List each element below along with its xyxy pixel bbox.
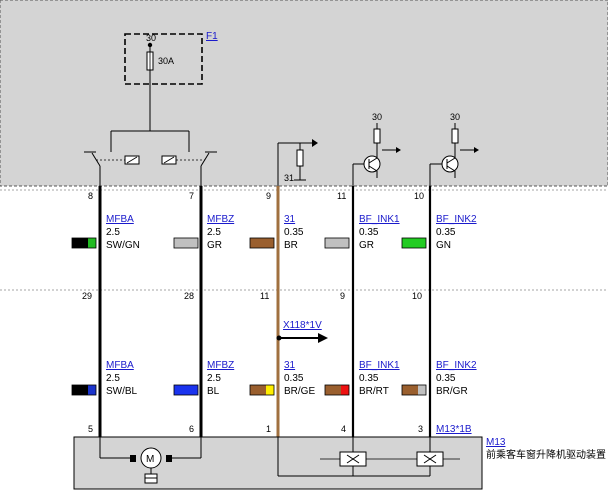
upper-signal-bf-ink2[interactable]: BF_INK2 <box>436 214 477 225</box>
lower-swatch-bf-ink2 <box>401 384 427 396</box>
fuse-terminal-label: 30 <box>146 33 156 43</box>
upper-swatch-31 <box>249 237 275 249</box>
upper-color-bf-ink1: GR <box>359 240 374 251</box>
relay-right <box>161 151 217 167</box>
upper-swatches <box>71 237 427 249</box>
fuse-box <box>124 33 203 85</box>
top-pin-3: 9 <box>266 191 271 201</box>
motor-icon: M <box>146 454 154 465</box>
lower-color-bf-ink2: BR/GR <box>436 386 468 397</box>
mid-pin-2: 28 <box>184 291 194 301</box>
connector-x118-label[interactable]: X118*1V <box>283 320 322 331</box>
upper-size-mfba: 2.5 <box>106 227 120 238</box>
transistor1-supply-label: 30 <box>372 112 382 122</box>
lower-color-31: BR/GE <box>284 386 315 397</box>
upper-color-mfba: SW/GN <box>106 240 140 251</box>
upper-wire-labels: MFBA 2.5 SW/GN MFBZ 2.5 GR 31 0.35 BR BF… <box>106 214 477 251</box>
lower-size-mfbz: 2.5 <box>207 373 221 384</box>
connector-arrow-icon <box>318 333 328 343</box>
mid-pin-3: 11 <box>260 291 269 301</box>
lower-swatch-mfbz <box>173 384 199 396</box>
upper-signal-bf-ink1[interactable]: BF_INK1 <box>359 214 400 225</box>
mid-pin-4: 9 <box>340 291 345 301</box>
lower-signal-bf-ink2[interactable]: BF_INK2 <box>436 360 477 371</box>
upper-size-mfbz: 2.5 <box>207 227 221 238</box>
lower-color-bf-ink1: BR/RT <box>359 386 389 397</box>
upper-signal-mfba[interactable]: MFBA <box>106 214 134 225</box>
upper-color-mfbz: GR <box>207 240 222 251</box>
upper-swatch-bf-ink1 <box>324 237 350 249</box>
lower-swatch-mfba <box>71 384 97 396</box>
lower-signal-mfba[interactable]: MFBA <box>106 360 134 371</box>
transistor-bf-ink1: 30 <box>352 112 401 186</box>
top-pin-4: 11 <box>337 191 346 201</box>
ground-label: 31 <box>284 173 294 183</box>
lower-size-mfba: 2.5 <box>106 373 120 384</box>
lower-swatches <box>71 384 427 396</box>
lower-size-bf-ink2: 0.35 <box>436 373 456 384</box>
upper-size-bf-ink2: 0.35 <box>436 227 456 238</box>
bottom-pin-1: 5 <box>88 424 93 434</box>
connector-x118[interactable]: X118*1V <box>276 320 329 343</box>
lower-swatch-bf-ink1 <box>324 384 350 396</box>
top-pin-1: 8 <box>88 191 93 201</box>
bottom-pin-3: 1 <box>266 424 271 434</box>
hall-sensors <box>277 437 460 477</box>
lower-signal-31[interactable]: 31 <box>284 360 296 371</box>
upper-swatch-mfbz <box>173 237 199 249</box>
lower-size-31: 0.35 <box>284 373 304 384</box>
upper-signal-mfbz[interactable]: MFBZ <box>207 214 234 225</box>
transistor2-supply-label: 30 <box>450 112 460 122</box>
fuse-rating: 30A <box>158 56 174 66</box>
lower-color-mfbz: BL <box>207 386 220 397</box>
lower-wire-labels: MFBA 2.5 SW/BL MFBZ 2.5 BL 31 0.35 BR/GE… <box>106 360 477 397</box>
upper-color-bf-ink2: GN <box>436 240 451 251</box>
control-module-box <box>0 0 608 187</box>
bottom-pin-5: 3 <box>418 424 423 434</box>
upper-size-31: 0.35 <box>284 227 304 238</box>
component-label[interactable]: M13 <box>486 437 506 448</box>
transistor-bf-ink2: 30 <box>429 112 479 186</box>
bottom-pin-2: 6 <box>189 424 194 434</box>
lower-size-bf-ink1: 0.35 <box>359 373 379 384</box>
lower-signal-bf-ink1[interactable]: BF_INK1 <box>359 360 400 371</box>
upper-size-bf-ink1: 0.35 <box>359 227 379 238</box>
top-pin-5: 10 <box>414 191 424 201</box>
motor-symbol: M <box>99 437 202 484</box>
upper-swatch-mfba <box>71 237 97 249</box>
component-name: 前乘客车窗升降机驱动装置 <box>486 448 606 461</box>
relay-left <box>84 151 140 167</box>
lower-signal-mfbz[interactable]: MFBZ <box>207 360 234 371</box>
fuse-box-label[interactable]: F1 <box>206 31 218 42</box>
mid-pin-1: 29 <box>82 291 92 301</box>
mid-pin-5: 10 <box>412 291 422 301</box>
lower-swatch-31 <box>249 384 275 396</box>
upper-color-31: BR <box>284 240 298 251</box>
upper-swatch-bf-ink2 <box>401 237 427 249</box>
top-pin-2: 7 <box>189 191 194 201</box>
ground-circuit: 31 <box>277 139 318 186</box>
bottom-connector-label[interactable]: M13*1B <box>436 424 472 435</box>
upper-signal-31[interactable]: 31 <box>284 214 296 225</box>
lower-color-mfba: SW/BL <box>106 386 138 397</box>
bottom-pin-4: 4 <box>341 424 346 434</box>
